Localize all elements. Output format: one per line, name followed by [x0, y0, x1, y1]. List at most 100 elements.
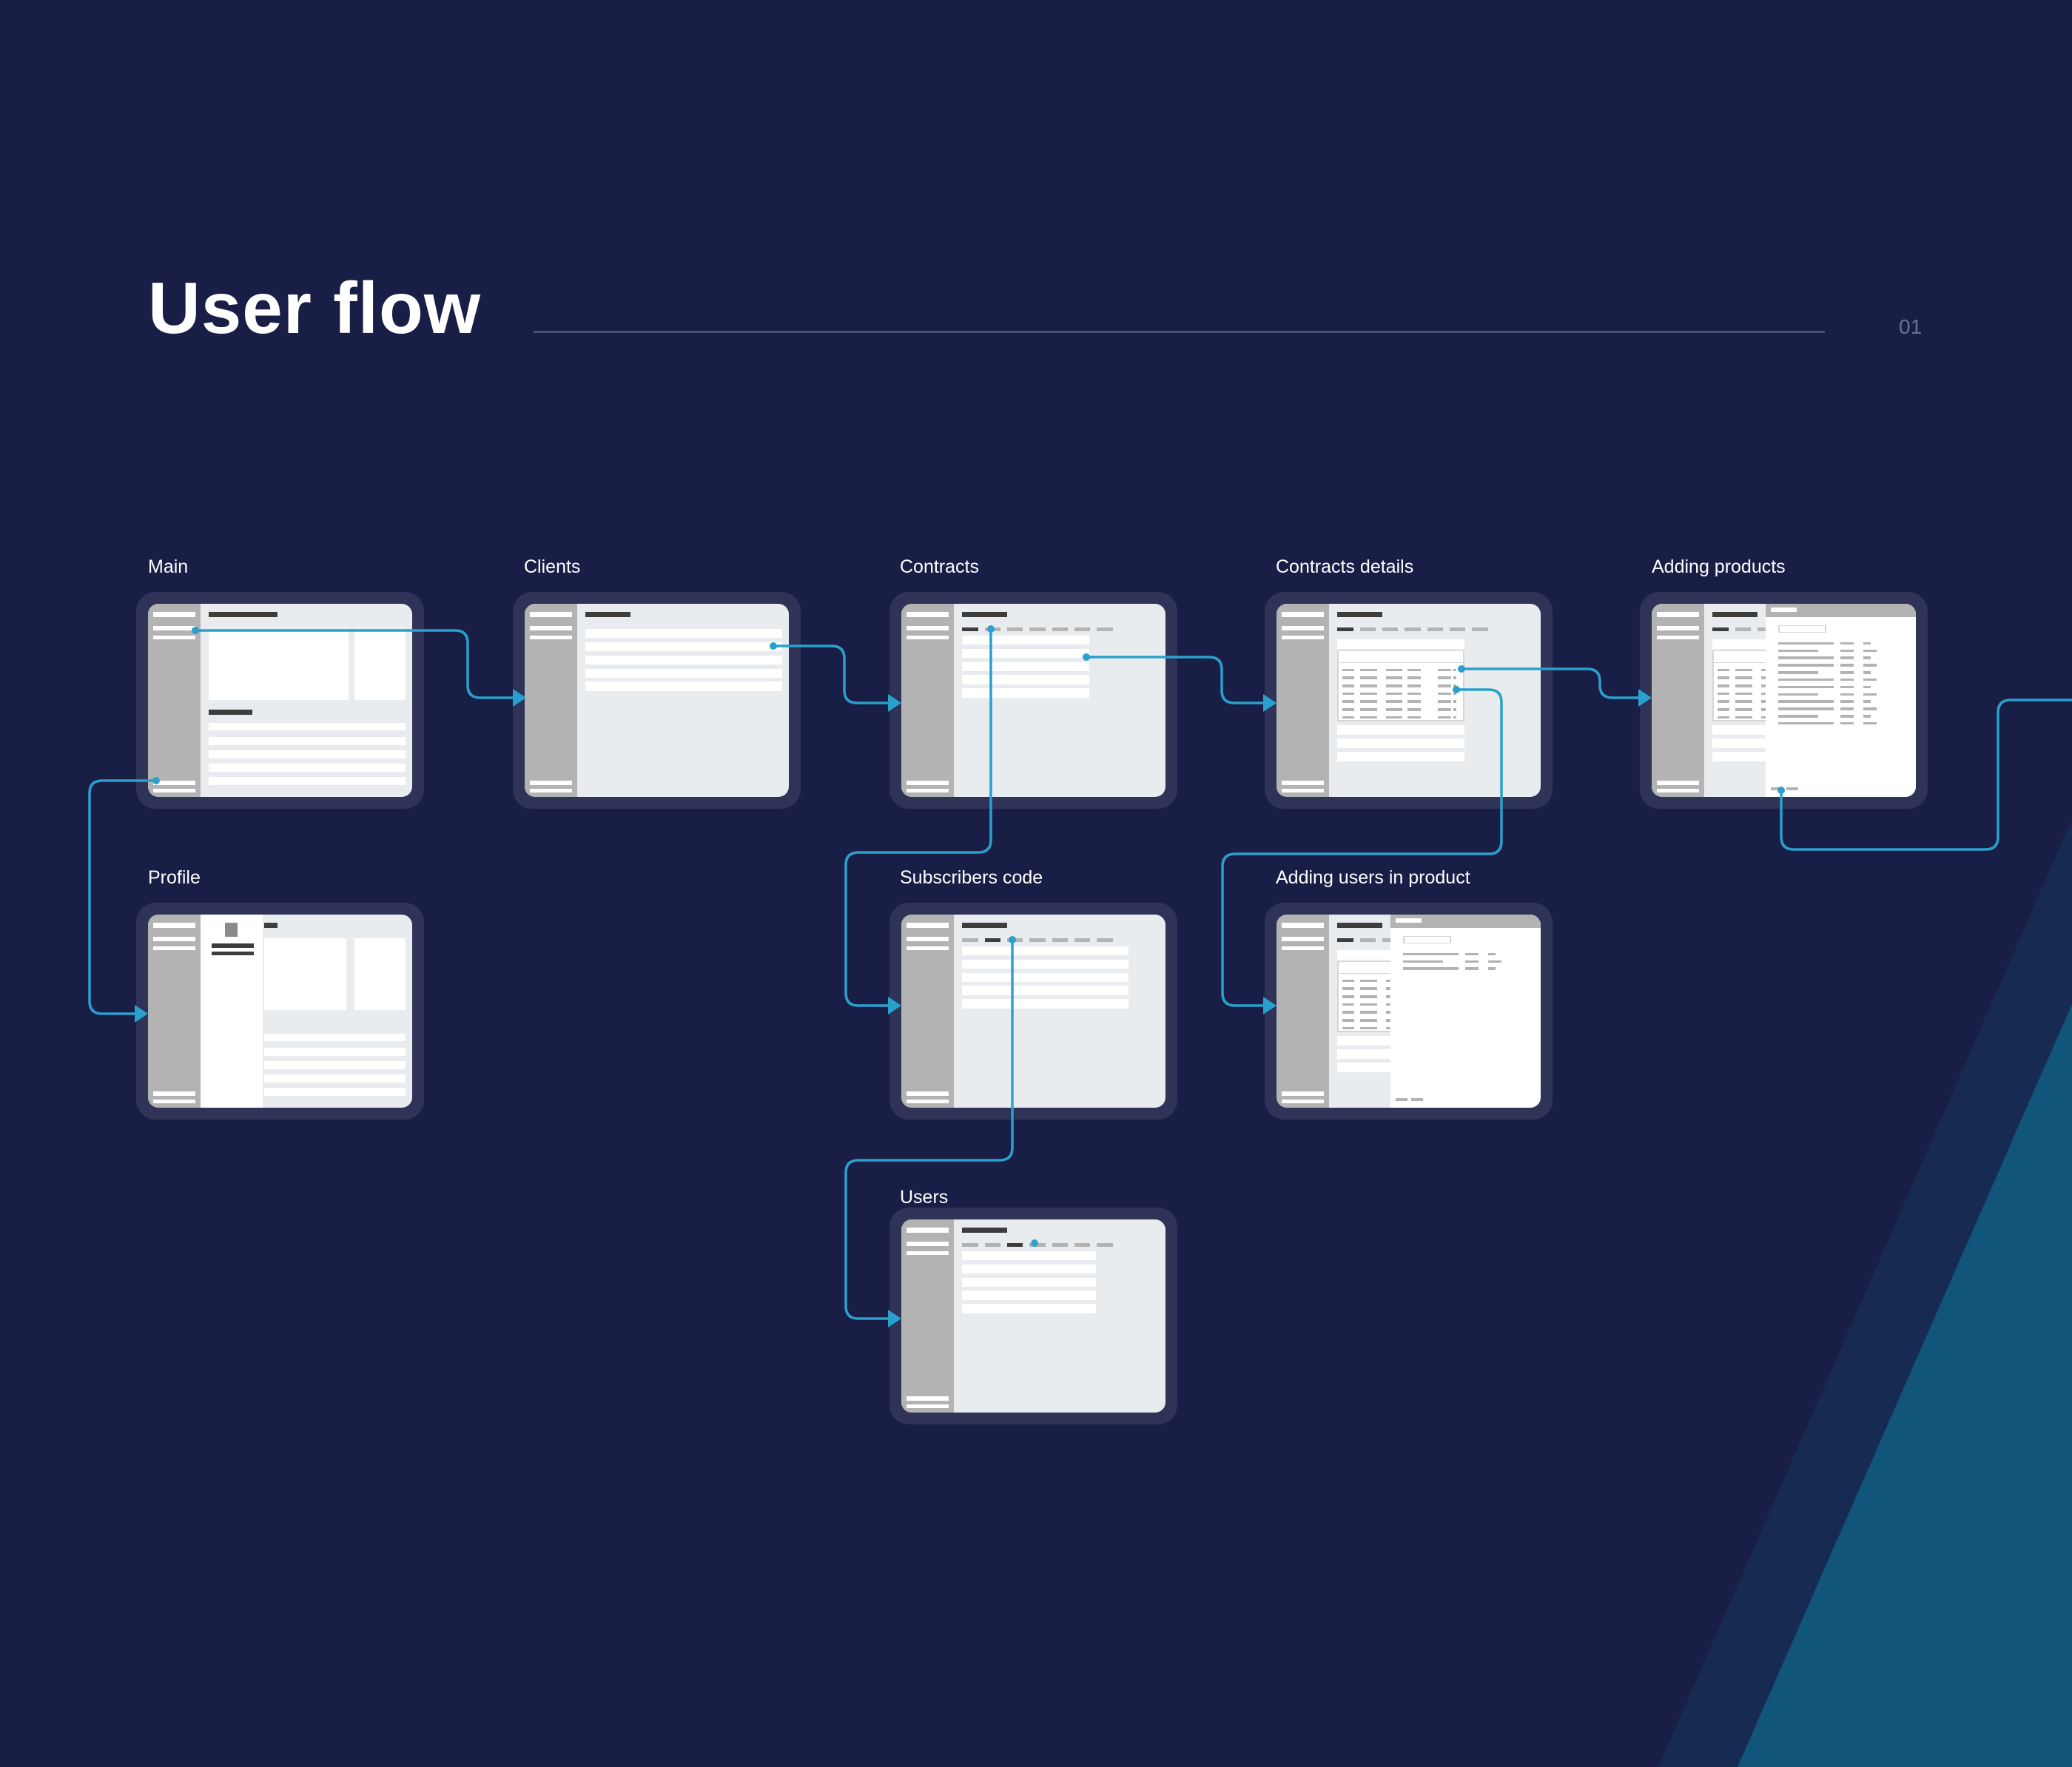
wireframe-block: [1052, 627, 1069, 632]
wireframe-block: [1337, 922, 1382, 928]
wireframe-block: [1405, 937, 1450, 943]
wireframe-block: [1840, 664, 1854, 667]
connector-clients-contracts: [773, 644, 891, 704]
wireframe-block: [264, 1074, 406, 1083]
wireframe-block: [962, 635, 1089, 645]
wireframe-block: [209, 611, 278, 617]
wireframe-block: [1718, 684, 1730, 687]
wireframe-block: [1342, 1003, 1355, 1006]
wireframe-block: [1718, 708, 1730, 711]
wireframe-block: [585, 668, 783, 678]
connector-main-profile: [88, 779, 156, 1015]
wireframe-block: [1097, 627, 1113, 632]
wireframe-block: [1359, 700, 1377, 703]
wireframe-block: [530, 789, 573, 793]
wireframe-block: [1282, 946, 1325, 951]
wireframe-block: [153, 611, 196, 617]
wireframe-block: [1840, 685, 1854, 689]
wireframe-block: [1407, 716, 1421, 719]
wireframe-block: [1437, 668, 1451, 672]
wireframe-block: [1718, 668, 1730, 672]
wireframe-block: [1029, 938, 1046, 943]
screen-card-adding-products[interactable]: [1640, 592, 1928, 809]
wireframe-block: [962, 999, 1129, 1009]
wireframe-block: [1282, 789, 1325, 793]
arrow-head: [888, 1310, 901, 1327]
wireframe-block: [1390, 915, 1541, 928]
wireframe-block: [1863, 664, 1877, 667]
wireframe-block: [1342, 708, 1355, 711]
page-title: User flow: [148, 267, 482, 349]
screen-thumbnail: [1276, 604, 1541, 797]
screen-card-main[interactable]: [136, 592, 424, 809]
wireframe-block: [1337, 627, 1353, 632]
screen-card-clients[interactable]: [513, 592, 801, 809]
wireframe-block: [1472, 627, 1488, 632]
wireframe-block: [264, 922, 278, 928]
wireframe-block: [1863, 721, 1877, 725]
wireframe-block: [1052, 938, 1069, 943]
wireframe-block: [1453, 716, 1456, 719]
connector-main-clients: [195, 629, 514, 699]
wireframe-block: [1840, 707, 1854, 710]
wireframe-block: [1342, 676, 1355, 679]
wireframe-block: [1657, 626, 1700, 630]
wireframe-block: [1074, 1243, 1091, 1248]
wireframe-block: [530, 781, 573, 785]
wireframe-block: [1390, 915, 1541, 1108]
wireframe-block: [1453, 684, 1456, 687]
wireframe-block: [1657, 611, 1700, 617]
screen-card-subscribers-code[interactable]: [889, 903, 1177, 1120]
wireframe-block: [209, 709, 253, 716]
wireframe-block: [906, 946, 949, 951]
wireframe-block: [1337, 611, 1382, 617]
wireframe-block: [1449, 627, 1466, 632]
wireframe-block: [1359, 979, 1377, 983]
wireframe-block: [1382, 627, 1399, 632]
wireframe-block: [1337, 738, 1464, 748]
wireframe-block: [1718, 692, 1730, 696]
wireframe-block: [1337, 725, 1464, 735]
wireframe-block: [1780, 626, 1825, 632]
wireframe-block: [1453, 692, 1456, 696]
wireframe-block: [1386, 676, 1402, 679]
connector-contracts-subscribers: [844, 629, 992, 1007]
screen-thumbnail: [1652, 604, 1916, 797]
wireframe-block: [906, 626, 949, 630]
wireframe-block: [1735, 627, 1751, 632]
wireframe-block: [1411, 1098, 1424, 1101]
wireframe-block: [1359, 994, 1377, 998]
wireframe-block: [1487, 967, 1496, 970]
wireframe-block: [1403, 967, 1459, 970]
wireframe-block: [1437, 716, 1451, 719]
connector-subscribers-users: [844, 940, 1014, 1320]
connector-products-offscreen: [1780, 699, 2072, 851]
wireframe-block: [530, 635, 573, 640]
wireframe-block: [153, 781, 196, 785]
wireframe-block: [962, 1290, 1096, 1300]
screen-card-contracts[interactable]: [889, 592, 1177, 809]
wireframe-block: [1282, 937, 1325, 941]
wireframe-block: [264, 938, 346, 1010]
screen-card-contracts-details[interactable]: [1265, 592, 1553, 809]
arrow-head: [513, 689, 526, 707]
wireframe-block: [1863, 656, 1871, 659]
wireframe-block: [1074, 938, 1091, 943]
connector-details-products: [1462, 667, 1641, 699]
screen-card-adding-users[interactable]: [1265, 903, 1553, 1120]
wireframe-block: [264, 1033, 406, 1042]
wireframe-block: [906, 1100, 949, 1104]
wireframe-block: [906, 1091, 949, 1096]
wireframe-block: [1097, 1243, 1113, 1248]
wireframe-block: [1863, 649, 1877, 653]
wireframe-block: [1778, 700, 1834, 703]
wireframe-block: [153, 1091, 196, 1096]
wireframe-block: [1074, 627, 1091, 632]
connector-contracts-details: [1086, 656, 1266, 704]
wireframe-block: [1778, 721, 1834, 725]
wireframe-block: [1735, 684, 1752, 687]
wireframe-block: [1359, 668, 1377, 672]
wireframe-block: [530, 611, 573, 617]
wireframe-block: [1359, 938, 1376, 943]
screen-card-profile[interactable]: [136, 903, 424, 1120]
